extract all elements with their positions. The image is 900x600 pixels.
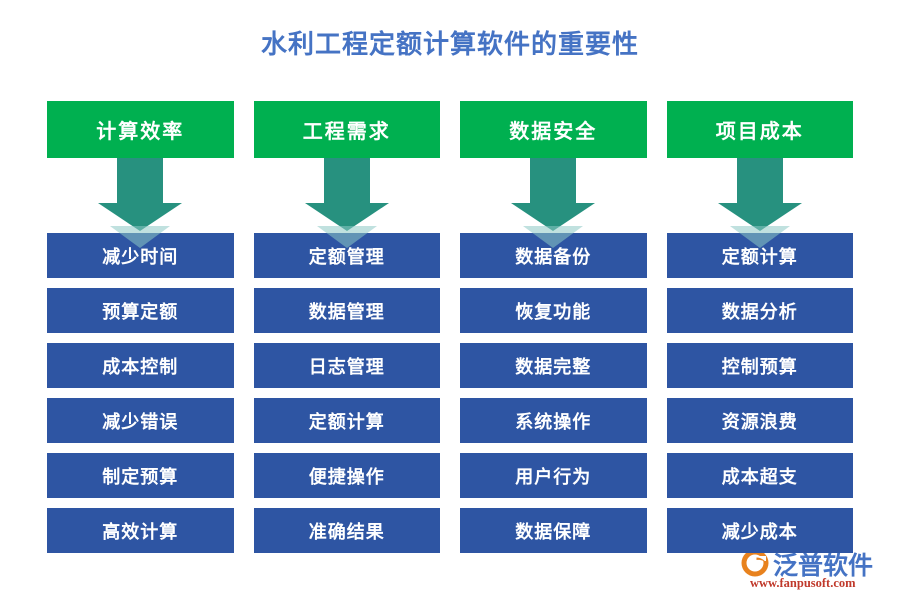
arrow-glow [316, 226, 377, 248]
fanpu-swoosh-icon [740, 548, 770, 578]
arrow-glow [729, 226, 790, 248]
category-columns: 计算效率 减少时间 预算定额 成本控制 减少错误 制定预算 高效计算 工程需求 [47, 101, 853, 553]
down-arrow-icon [98, 158, 183, 231]
column-header-4: 项目成本 [666, 101, 853, 158]
cell-item: 制定预算 [47, 453, 234, 498]
column-header-2: 工程需求 [253, 101, 440, 158]
arrow-shaft [736, 158, 783, 206]
down-arrow-icon [717, 158, 802, 231]
arrow-zone-1 [47, 158, 234, 248]
cell-item: 数据保障 [460, 508, 647, 553]
down-arrow-icon [304, 158, 389, 231]
cell-item: 系统操作 [460, 398, 647, 443]
arrow-zone-3 [460, 158, 647, 248]
cell-list-2: 定额管理 数据管理 日志管理 定额计算 便捷操作 准确结果 [253, 233, 440, 553]
cell-item: 数据完整 [460, 343, 647, 388]
category-column-1: 计算效率 减少时间 预算定额 成本控制 减少错误 制定预算 高效计算 [47, 101, 234, 553]
logo-url-text: www.fanpusoft.com [750, 576, 856, 590]
category-column-4: 项目成本 定额计算 数据分析 控制预算 资源浪费 成本超支 减少成本 [666, 101, 854, 553]
arrow-shaft [530, 158, 577, 206]
cell-list-3: 数据备份 恢复功能 数据完整 系统操作 用户行为 数据保障 [460, 233, 647, 553]
cell-item: 成本控制 [47, 343, 234, 388]
down-arrow-icon [511, 158, 596, 231]
page-title: 水利工程定额计算软件的重要性 [260, 30, 639, 59]
cell-item: 资源浪费 [666, 398, 853, 443]
category-column-2: 工程需求 定额管理 数据管理 日志管理 定额计算 便捷操作 准确结果 [253, 101, 441, 553]
arrow-shaft [323, 158, 370, 206]
arrow-shaft [117, 158, 164, 206]
fanpu-logo: 泛普软件 www.fanpusoft.com [740, 546, 888, 592]
cell-item: 高效计算 [47, 508, 234, 553]
arrow-zone-4 [667, 158, 854, 248]
cell-item: 便捷操作 [253, 453, 440, 498]
category-column-3: 数据安全 数据备份 恢复功能 数据完整 系统操作 用户行为 数据保障 [460, 101, 647, 553]
cell-item: 定额计算 [253, 398, 440, 443]
cell-item: 准确结果 [253, 508, 440, 553]
column-header-1: 计算效率 [47, 101, 234, 158]
cell-item: 成本超支 [666, 453, 853, 498]
cell-item: 用户行为 [460, 453, 647, 498]
cell-item: 减少错误 [47, 398, 234, 443]
cell-item: 控制预算 [666, 343, 853, 388]
cell-item: 数据分析 [666, 288, 853, 333]
cell-item: 减少成本 [666, 508, 853, 553]
cell-item: 预算定额 [47, 288, 234, 333]
cell-list-1: 减少时间 预算定额 成本控制 减少错误 制定预算 高效计算 [47, 233, 234, 553]
cell-list-4: 定额计算 数据分析 控制预算 资源浪费 成本超支 减少成本 [666, 233, 853, 553]
arrow-glow [523, 226, 584, 248]
cell-item: 恢复功能 [460, 288, 647, 333]
arrow-zone-2 [254, 158, 441, 248]
logo-brand-text: 泛普软件 [773, 553, 874, 580]
column-header-3: 数据安全 [460, 101, 647, 158]
arrow-glow [110, 226, 171, 248]
cell-item: 数据管理 [253, 288, 440, 333]
cell-item: 日志管理 [253, 343, 440, 388]
